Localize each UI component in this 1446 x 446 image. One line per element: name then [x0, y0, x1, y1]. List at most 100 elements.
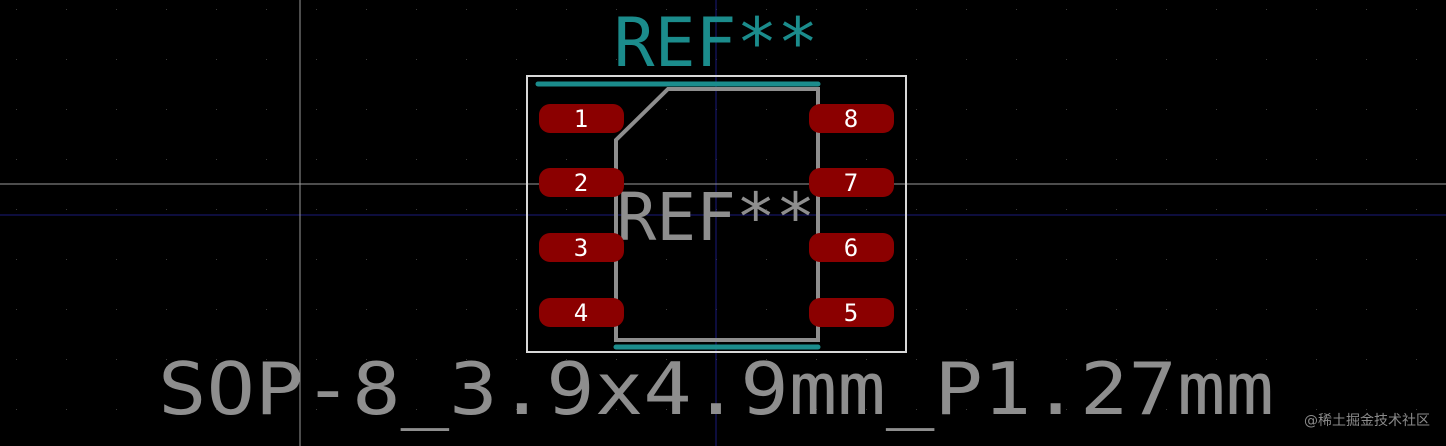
grid-dot: [916, 259, 917, 260]
pad-4[interactable]: 4: [539, 298, 624, 327]
pad-2[interactable]: 2: [539, 168, 624, 197]
grid-dot: [1216, 409, 1217, 410]
grid-dot: [1066, 309, 1067, 310]
pad-3[interactable]: 3: [539, 233, 624, 262]
grid-dot: [1116, 159, 1117, 160]
grid-dot: [1216, 59, 1217, 60]
grid-dot: [1366, 209, 1367, 210]
grid-dot: [1016, 259, 1017, 260]
grid-dot: [1366, 109, 1367, 110]
grid-dot: [416, 159, 417, 160]
grid-dot: [216, 309, 217, 310]
grid-dot: [66, 259, 67, 260]
grid-dot: [216, 9, 217, 10]
grid-dot: [1316, 59, 1317, 60]
grid-dot: [1166, 409, 1167, 410]
grid-dot: [666, 209, 667, 210]
grid-dot: [16, 59, 17, 60]
grid-dot: [316, 209, 317, 210]
grid-dot: [816, 409, 817, 410]
grid-dot: [116, 309, 117, 310]
grid-dot: [416, 309, 417, 310]
grid-dot: [166, 409, 167, 410]
grid-dot: [966, 59, 967, 60]
grid-dot: [466, 59, 467, 60]
grid-dot: [466, 409, 467, 410]
silkscreen-reference-text[interactable]: REF**: [614, 4, 819, 83]
grid-dot: [766, 159, 767, 160]
grid-dot: [566, 59, 567, 60]
grid-dot: [116, 409, 117, 410]
pad-5[interactable]: 5: [809, 298, 894, 327]
grid-dot: [366, 309, 367, 310]
grid-dot: [916, 359, 917, 360]
grid-dot: [116, 159, 117, 160]
courtyard-outline[interactable]: [526, 75, 907, 353]
grid-dot: [416, 259, 417, 260]
grid-dot: [166, 259, 167, 260]
grid-dot: [16, 259, 17, 260]
grid-dot: [766, 259, 767, 260]
pad-7[interactable]: 7: [809, 168, 894, 197]
grid-dot: [1166, 259, 1167, 260]
grid-dot: [316, 259, 317, 260]
grid-dot: [166, 9, 167, 10]
grid-dot: [1316, 109, 1317, 110]
pad-label: 7: [844, 169, 858, 197]
grid-dot: [1016, 309, 1017, 310]
grid-dot: [1416, 209, 1417, 210]
grid-dot: [766, 59, 767, 60]
grid-dot: [1366, 359, 1367, 360]
grid-dot: [566, 9, 567, 10]
grid-dot: [966, 209, 967, 210]
grid-dot: [416, 409, 417, 410]
grid-dot: [1066, 359, 1067, 360]
grid-dot: [266, 359, 267, 360]
grid-dot: [316, 409, 317, 410]
fab-body-outline[interactable]: [614, 87, 820, 342]
grid-dot: [566, 159, 567, 160]
pad-8[interactable]: 8: [809, 104, 894, 133]
footprint-value-text[interactable]: SOP-8_3.9x4.9mm_P1.27mm: [158, 347, 1274, 431]
grid-dot: [1166, 159, 1167, 160]
grid-dot: [16, 209, 17, 210]
grid-dot: [1316, 359, 1317, 360]
pad-1[interactable]: 1: [539, 104, 624, 133]
grid-dot: [116, 259, 117, 260]
grid-dot: [1066, 209, 1067, 210]
grid-dot: [666, 309, 667, 310]
grid-dot: [316, 359, 317, 360]
grid-dot: [866, 159, 867, 160]
grid-dot: [66, 109, 67, 110]
grid-dot: [416, 9, 417, 10]
grid-dot: [116, 59, 117, 60]
grid-dot: [666, 109, 667, 110]
grid-dot: [966, 409, 967, 410]
grid-dot: [666, 159, 667, 160]
grid-dot: [1366, 9, 1367, 10]
grid-dot: [66, 159, 67, 160]
grid-dot: [666, 259, 667, 260]
pad-label: 2: [574, 169, 588, 197]
grid-dot: [766, 9, 767, 10]
grid-dot: [1116, 359, 1117, 360]
grid-dot: [616, 409, 617, 410]
grid-dot: [516, 309, 517, 310]
grid-dot: [816, 359, 817, 360]
grid-dot: [1266, 159, 1267, 160]
pad-6[interactable]: 6: [809, 233, 894, 262]
grid-dot: [1316, 259, 1317, 260]
grid-dot: [366, 109, 367, 110]
grid-dot: [216, 109, 217, 110]
grid-dot: [316, 309, 317, 310]
fab-reference-text[interactable]: REF**: [617, 179, 816, 256]
grid-dot: [1166, 109, 1167, 110]
grid-dot: [1166, 209, 1167, 210]
grid-dot: [266, 259, 267, 260]
grid-dot: [116, 9, 117, 10]
grid-dot: [966, 359, 967, 360]
grid-dot: [416, 209, 417, 210]
grid-dot: [516, 159, 517, 160]
